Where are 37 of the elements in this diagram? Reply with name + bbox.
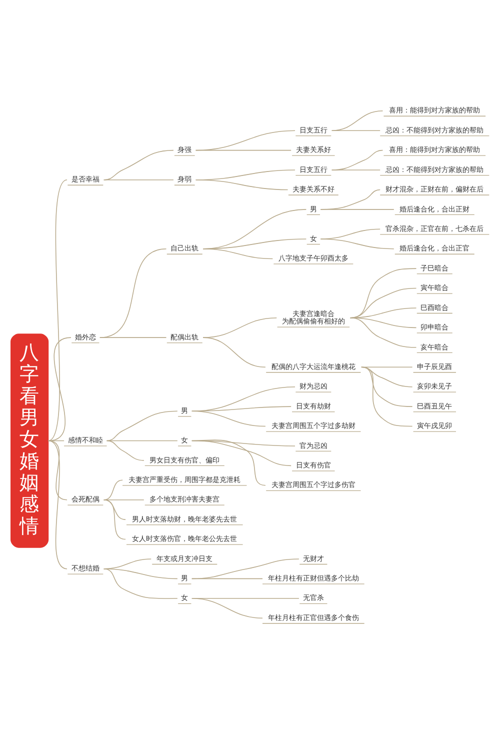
- connector: [360, 366, 413, 407]
- connector: [320, 209, 394, 210]
- connector: [202, 337, 266, 368]
- connector: [99, 248, 167, 338]
- connector: [103, 480, 123, 500]
- connector: [48, 179, 68, 442]
- connector: [360, 366, 413, 388]
- connector: [320, 238, 394, 250]
- connector: [331, 110, 384, 131]
- connector: [202, 317, 277, 338]
- connector: [360, 366, 413, 427]
- connector: [191, 578, 263, 580]
- connector: [350, 317, 417, 348]
- node-box: 八字看男女婚姻感情: [10, 334, 49, 548]
- connector: [331, 150, 384, 170]
- connector: [103, 179, 174, 180]
- connector: [350, 268, 417, 318]
- connector: [103, 499, 126, 540]
- connector: [99, 337, 167, 338]
- connector: [48, 337, 72, 442]
- connector: [191, 440, 266, 486]
- connector: [191, 410, 266, 427]
- connector: [106, 440, 144, 461]
- connector: [191, 598, 263, 618]
- connector: [48, 440, 68, 570]
- connector: [331, 130, 380, 131]
- connector: [195, 179, 288, 190]
- connector: [103, 150, 174, 180]
- connector: [195, 130, 296, 151]
- connector: [191, 558, 300, 580]
- connector: [202, 248, 274, 260]
- connector: [191, 406, 292, 412]
- connector: [191, 386, 296, 412]
- connector: [360, 366, 413, 368]
- connector: [195, 150, 292, 151]
- connector: [103, 568, 178, 599]
- connector: [106, 410, 178, 442]
